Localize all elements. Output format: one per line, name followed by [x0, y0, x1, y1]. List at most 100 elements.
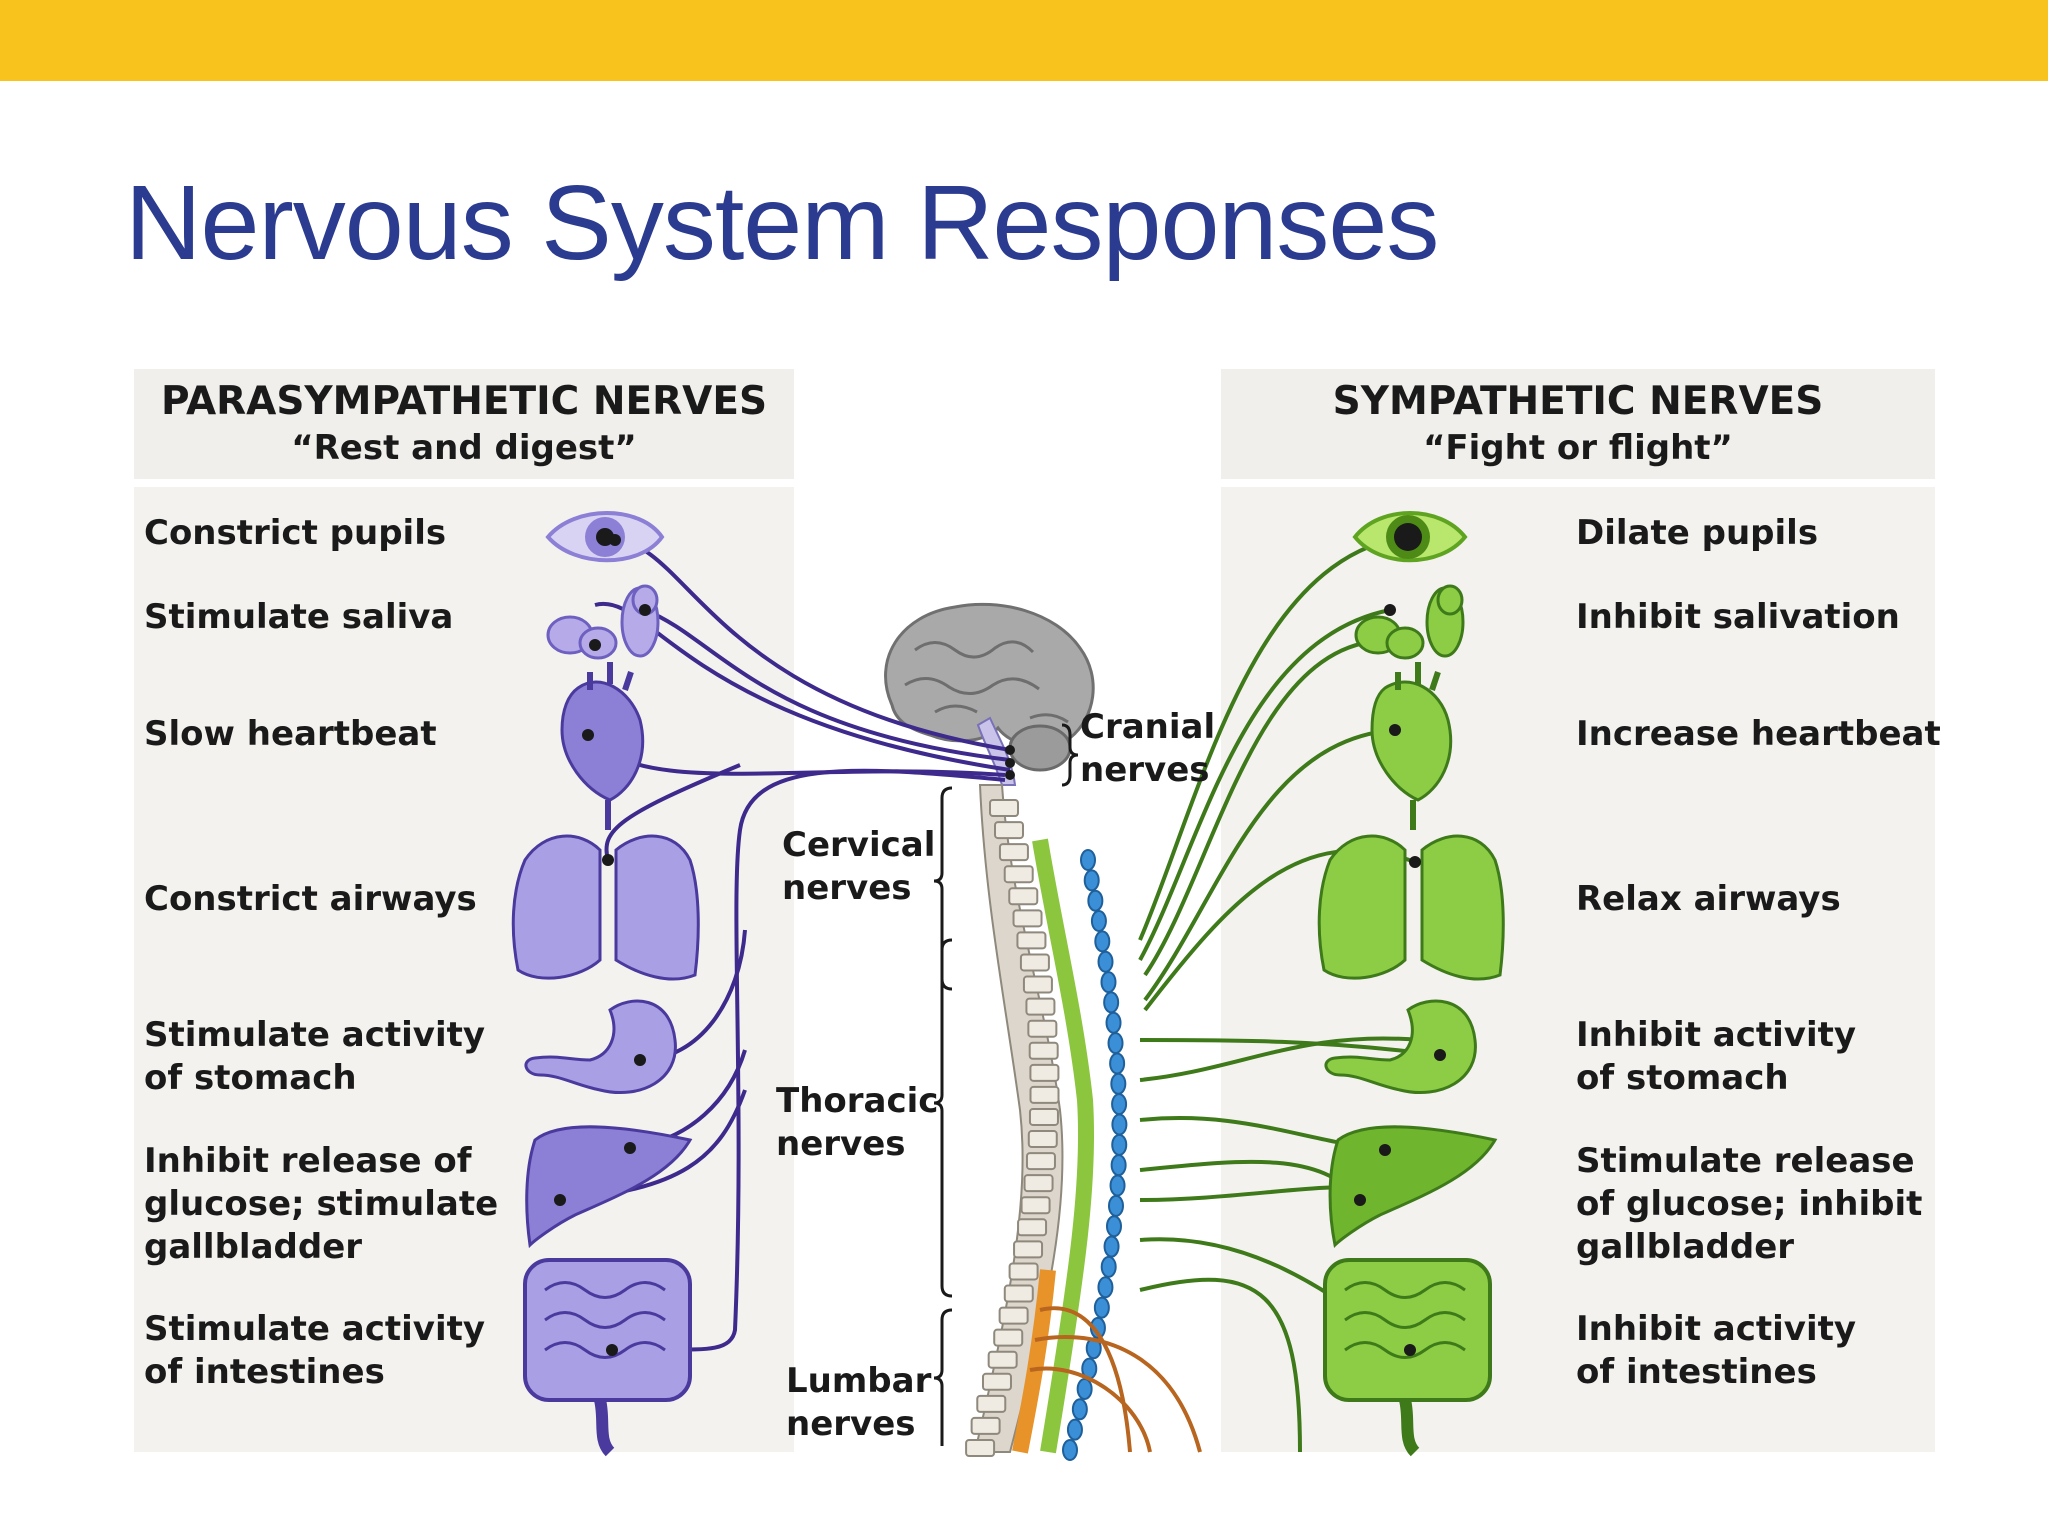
- vertebra: [993, 1328, 1024, 1347]
- sympathetic-chain: [1062, 849, 1128, 1461]
- vertebra: [1029, 1063, 1060, 1082]
- chain-ganglion: [1093, 1296, 1110, 1319]
- chain-ganglion: [1109, 1174, 1126, 1197]
- vertebra: [1003, 1284, 1034, 1303]
- sympathetic-subheading: “Fight or flight”: [1423, 428, 1733, 468]
- chain-ganglion: [1100, 1255, 1117, 1278]
- vertebra: [998, 1306, 1029, 1325]
- vertebra: [1003, 865, 1034, 884]
- sympathetic-response-salivation: Inhibit salivation: [1576, 597, 1900, 637]
- intestines-icon: [523, 1258, 692, 1457]
- vertebra: [976, 1394, 1007, 1413]
- sympathetic-response-heartbeat: Increase heartbeat: [1576, 714, 1941, 754]
- parasympathetic-response-pupils: Constrict pupils: [144, 513, 447, 553]
- vertebra: [1019, 953, 1050, 972]
- parasympathetic-response-saliva: Stimulate saliva: [144, 597, 454, 637]
- chain-ganglion: [1071, 1398, 1088, 1421]
- lungs-icon: [511, 800, 700, 981]
- chain-ganglion: [1100, 971, 1117, 994]
- lungs-icon: [1317, 800, 1505, 981]
- lumbar-nerves-label: Lumbar nerves: [786, 1361, 932, 1444]
- vertebra: [989, 799, 1019, 817]
- vertebra: [994, 821, 1025, 840]
- lumbar-nerves: [1029, 1306, 1202, 1453]
- sympathetic-response-intestines: Inhibit activity of intestines: [1576, 1309, 1857, 1392]
- chain-ganglion: [1103, 1235, 1120, 1258]
- salivary-gland-icon: [1354, 584, 1465, 660]
- vertebra: [1028, 1041, 1059, 1060]
- chain-ganglion: [1105, 1215, 1122, 1238]
- chain-ganglion: [1110, 1154, 1127, 1177]
- cervical-nerves-label: Cervical nerves: [782, 825, 936, 908]
- salivary-gland-icon: [546, 584, 660, 660]
- cranial-nerves-label: Cranial nerves: [1080, 707, 1216, 790]
- parasympathetic-organs: [511, 511, 700, 1457]
- parasympathetic-response-heartbeat: Slow heartbeat: [144, 714, 437, 754]
- heart-icon: [1370, 662, 1453, 802]
- vertebra: [1025, 1152, 1056, 1171]
- chain-ganglion: [1080, 849, 1096, 871]
- liver-icon: [1328, 1125, 1498, 1249]
- vertebra: [965, 1439, 996, 1457]
- vertebra: [1029, 1085, 1060, 1104]
- parasympathetic-heading: PARASYMPATHETIC NERVES: [160, 379, 768, 424]
- sympathetic-response-stomach: Inhibit activity of stomach: [1576, 1015, 1857, 1098]
- stomach-icon: [1324, 999, 1477, 1095]
- chain-ganglion: [1111, 1093, 1128, 1116]
- parasympathetic-response-intestines: Stimulate activity of intestines: [144, 1309, 486, 1392]
- chain-ganglion: [1090, 910, 1107, 933]
- chain-ganglion: [1066, 1418, 1083, 1441]
- chain-ganglion: [1111, 1113, 1128, 1136]
- nerve-endpoints: [554, 531, 1446, 1356]
- chain-ganglion: [1087, 889, 1104, 912]
- vertebra: [1017, 1218, 1048, 1237]
- top-accent-bar: [0, 0, 2048, 81]
- vertebra: [1025, 997, 1056, 1016]
- vertebra: [1008, 887, 1039, 906]
- vertebra: [1023, 1174, 1054, 1193]
- stomach-icon: [524, 999, 677, 1095]
- heart-icon: [560, 662, 645, 802]
- chain-ganglion: [1076, 1377, 1093, 1400]
- vertebra: [1027, 1019, 1058, 1038]
- parasympathetic-response-stomach: Stimulate activity of stomach: [144, 1015, 486, 1098]
- vertebra: [998, 843, 1029, 862]
- vertebra: [1012, 909, 1043, 928]
- sympathetic-organs: [1317, 511, 1505, 1457]
- vertebra: [981, 1372, 1012, 1391]
- sympathetic-response-pupils: Dilate pupils: [1576, 513, 1819, 553]
- sympathetic-heading: SYMPATHETIC NERVES: [1332, 379, 1824, 424]
- chain-ganglion: [1083, 869, 1100, 892]
- liver-icon: [525, 1125, 693, 1249]
- eye-icon: [545, 511, 665, 563]
- chain-ganglion: [1105, 1011, 1122, 1034]
- parasympathetic-subheading: “Rest and digest”: [291, 428, 637, 468]
- chain-ganglion: [1094, 930, 1111, 953]
- thoracic-nerves-label: Thoracic nerves: [776, 1081, 939, 1164]
- parasympathetic-response-airways: Constrict airways: [144, 879, 477, 919]
- chain-ganglion: [1107, 1194, 1124, 1217]
- sympathetic-header: SYMPATHETIC NERVES “Fight or flight”: [1221, 369, 1935, 479]
- chain-ganglion: [1103, 991, 1120, 1014]
- vertebrae: [965, 799, 1060, 1457]
- vertebra: [1008, 1262, 1039, 1281]
- chain-ganglion: [1107, 1032, 1124, 1055]
- chain-ganglion: [1097, 950, 1114, 973]
- sympathetic-response-airways: Relax airways: [1576, 879, 1841, 919]
- segment-brackets: [933, 723, 1079, 1446]
- slide-title: Nervous System Responses: [125, 164, 1439, 282]
- sympathetic-response-glucose: Stimulate release of glucose; inhibit ga…: [1576, 1141, 1923, 1267]
- chain-ganglion: [1109, 1052, 1126, 1075]
- chain-ganglion: [1110, 1072, 1127, 1095]
- vertebra: [1027, 1130, 1058, 1149]
- intestines-icon: [1323, 1258, 1492, 1457]
- vertebra: [1020, 1196, 1051, 1215]
- chain-ganglion: [1062, 1439, 1078, 1461]
- parasympathetic-response-glucose: Inhibit release of glucose; stimulate ga…: [144, 1141, 499, 1267]
- chain-ganglion: [1097, 1276, 1114, 1299]
- vertebra: [1022, 975, 1053, 994]
- vertebra: [987, 1350, 1018, 1369]
- vertebra: [970, 1416, 1001, 1435]
- vertebra: [1016, 931, 1047, 950]
